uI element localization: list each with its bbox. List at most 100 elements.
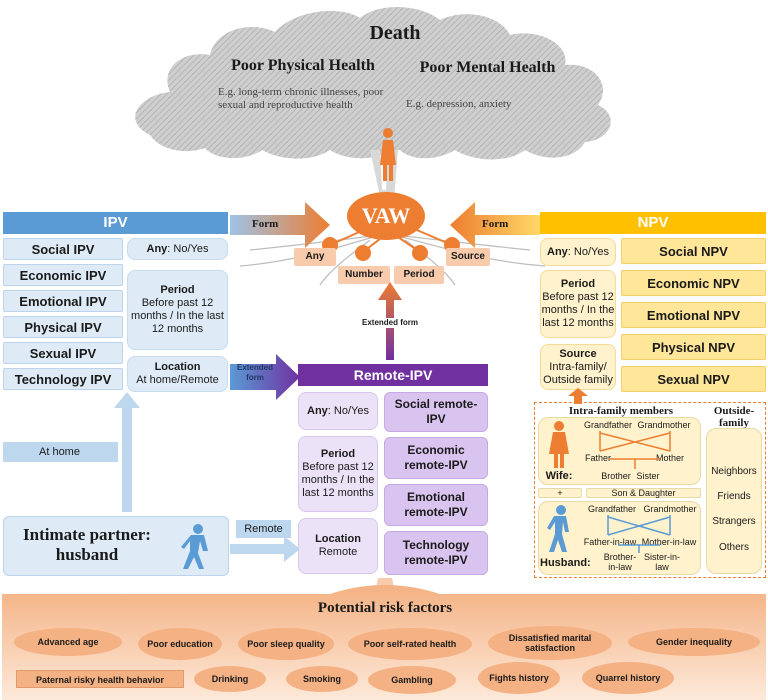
npv-source-label: Source — [559, 347, 597, 360]
form-left-label: Form — [252, 218, 279, 230]
extended-up-label: Extended form — [362, 318, 419, 328]
extended-right-label: Extended form — [236, 363, 273, 382]
death-label: Death — [369, 22, 421, 44]
risk-factors-title: Potential risk factors — [317, 600, 453, 616]
risk-smoking: Smoking — [286, 666, 358, 692]
ipv-location-box: Location At home/Remote — [127, 356, 228, 392]
family-members-panel — [534, 402, 766, 578]
wife-family-lines — [599, 431, 671, 469]
risk-poor-sleep-quality: Poor sleep quality — [238, 628, 334, 660]
npv-period-value: Before past 12 months / In the last 12 m… — [541, 291, 615, 329]
ipv-period-box: Period Before past 12 months / In the la… — [127, 270, 228, 350]
vaw-node: VAW — [347, 192, 425, 240]
husband-family-box — [538, 501, 701, 575]
npv-source-box: Source Intra-family/ Outside family — [540, 344, 616, 390]
wife-grandmother: Grandmother — [637, 420, 691, 430]
dim-period: Period — [394, 266, 444, 284]
husband-father-in-law: Father-in-law — [583, 537, 637, 547]
wife-label: Wife: — [545, 470, 573, 482]
intra-family-title: Intra-family members — [568, 405, 674, 417]
intimate-partner-box: Intimate partner: husband — [3, 516, 229, 576]
wife-mother: Mother — [655, 453, 684, 463]
wife-father: Father — [584, 453, 611, 463]
npv-physical: Physical NPV — [621, 334, 766, 360]
risk-dissatisfied-marital: Dissatisfied marital satisfaction — [488, 626, 612, 660]
risk-fights-history: Fights history — [478, 662, 560, 694]
husband-sister-in-law: Sister-in-law — [643, 552, 680, 572]
remote-location-value: Remote — [318, 546, 358, 558]
form-left-arrow — [230, 202, 330, 248]
outside-others: Others — [718, 542, 749, 553]
husband-small-figure-icon — [547, 505, 569, 552]
risk-quarrel-history: Quarrel history — [582, 662, 674, 694]
npv-any-value: : No/Yes — [567, 245, 609, 258]
husband-mother-in-law: Mother-in-law — [641, 537, 697, 547]
remote-social: Social remote-IPV — [384, 392, 488, 432]
ipv-location-label: Location — [154, 361, 201, 373]
wife-figure-icon — [549, 421, 569, 468]
family-up-arrow — [568, 388, 588, 404]
husband-to-ipv-arrow — [114, 392, 140, 512]
ipv-economic: Economic IPV — [3, 264, 123, 286]
npv-any-box: Any: No/Yes — [540, 238, 616, 266]
risk-drinking: Drinking — [194, 666, 266, 692]
ipv-sexual: Sexual IPV — [3, 342, 123, 364]
remote-ipv-header: Remote-IPV — [298, 364, 488, 386]
remote-emotional: Emotional remote-IPV — [384, 484, 488, 526]
dim-number: Number — [338, 266, 390, 284]
form-right-arrow — [450, 202, 540, 248]
remote-location-box: Location Remote — [298, 518, 378, 574]
husband-to-remote-arrow — [230, 536, 300, 562]
poor-mental-health-label: Poor Mental Health — [419, 59, 556, 76]
husband-figure-icon — [181, 524, 208, 569]
vaw-label: VAW — [361, 203, 411, 228]
npv-period-box: Period Before past 12 months / In the la… — [540, 270, 616, 338]
husband-grandmother: Grandmother — [643, 504, 697, 514]
paternal-risky-behavior-label: Paternal risky health behavior — [16, 670, 184, 688]
outside-family-box — [706, 428, 762, 574]
npv-source-value: Intra-family/ Outside family — [543, 360, 613, 386]
npv-emotional: Emotional NPV — [621, 302, 766, 328]
outside-friends: Friends — [717, 491, 751, 502]
npv-social: Social NPV — [621, 238, 766, 264]
dim-source: Source — [446, 248, 490, 266]
wife-sister: Sister — [636, 471, 660, 481]
npv-any-label: Any — [547, 245, 568, 258]
risk-poor-self-rated-health: Poor self-rated health — [348, 628, 472, 660]
plus-sign: + — [538, 488, 582, 498]
npv-sexual: Sexual NPV — [621, 366, 766, 392]
ipv-period-label: Period — [160, 284, 195, 296]
intimate-partner-label: Intimate partner: husband — [23, 525, 151, 564]
remote-period-value: Before past 12 months / In the last 12 m… — [301, 461, 375, 499]
risk-gambling: Gambling — [368, 666, 456, 694]
remote-period-box: Period Before past 12 months / In the la… — [298, 436, 378, 512]
remote-location-label: Location — [315, 533, 361, 545]
son-daughter-label: Son & Daughter — [586, 488, 701, 498]
husband-grandfather: Grandfather — [587, 504, 637, 514]
tree-illustration — [135, 6, 611, 286]
poor-physical-health-label: Poor Physical Health — [231, 57, 375, 74]
ipv-technology: Technology IPV — [3, 368, 123, 390]
ipv-header: IPV — [3, 212, 228, 234]
outside-neighbors: Neighbors — [711, 466, 757, 477]
form-right-label: Form — [482, 218, 509, 230]
at-home-label: At home — [3, 442, 118, 462]
ipv-social: Social IPV — [3, 238, 123, 260]
npv-header: NPV — [540, 212, 766, 234]
risk-poor-education: Poor education — [138, 628, 222, 660]
remote-economic: Economic remote-IPV — [384, 437, 488, 479]
extended-right-arrow — [230, 354, 300, 400]
remote-any-label: Any — [307, 404, 328, 417]
outside-strangers: Strangers — [712, 516, 756, 527]
husband-label: Husband: — [540, 557, 591, 569]
ipv-any-label: Any — [146, 242, 168, 255]
wife-grandfather: Grandfather — [583, 420, 633, 430]
ipv-period-value: Before past 12 months / In the last 12 m… — [131, 297, 224, 335]
ipv-any-value: : No/Yes — [167, 242, 209, 255]
physical-health-example: E.g. long-term chronic illnesses, poor s… — [218, 86, 384, 111]
npv-economic: Economic NPV — [621, 270, 766, 296]
remote-period-label: Period — [320, 448, 356, 460]
ipv-emotional: Emotional IPV — [3, 290, 123, 312]
remote-any-value: : No/Yes — [327, 404, 369, 417]
remote-any-box: Any: No/Yes — [298, 392, 378, 430]
